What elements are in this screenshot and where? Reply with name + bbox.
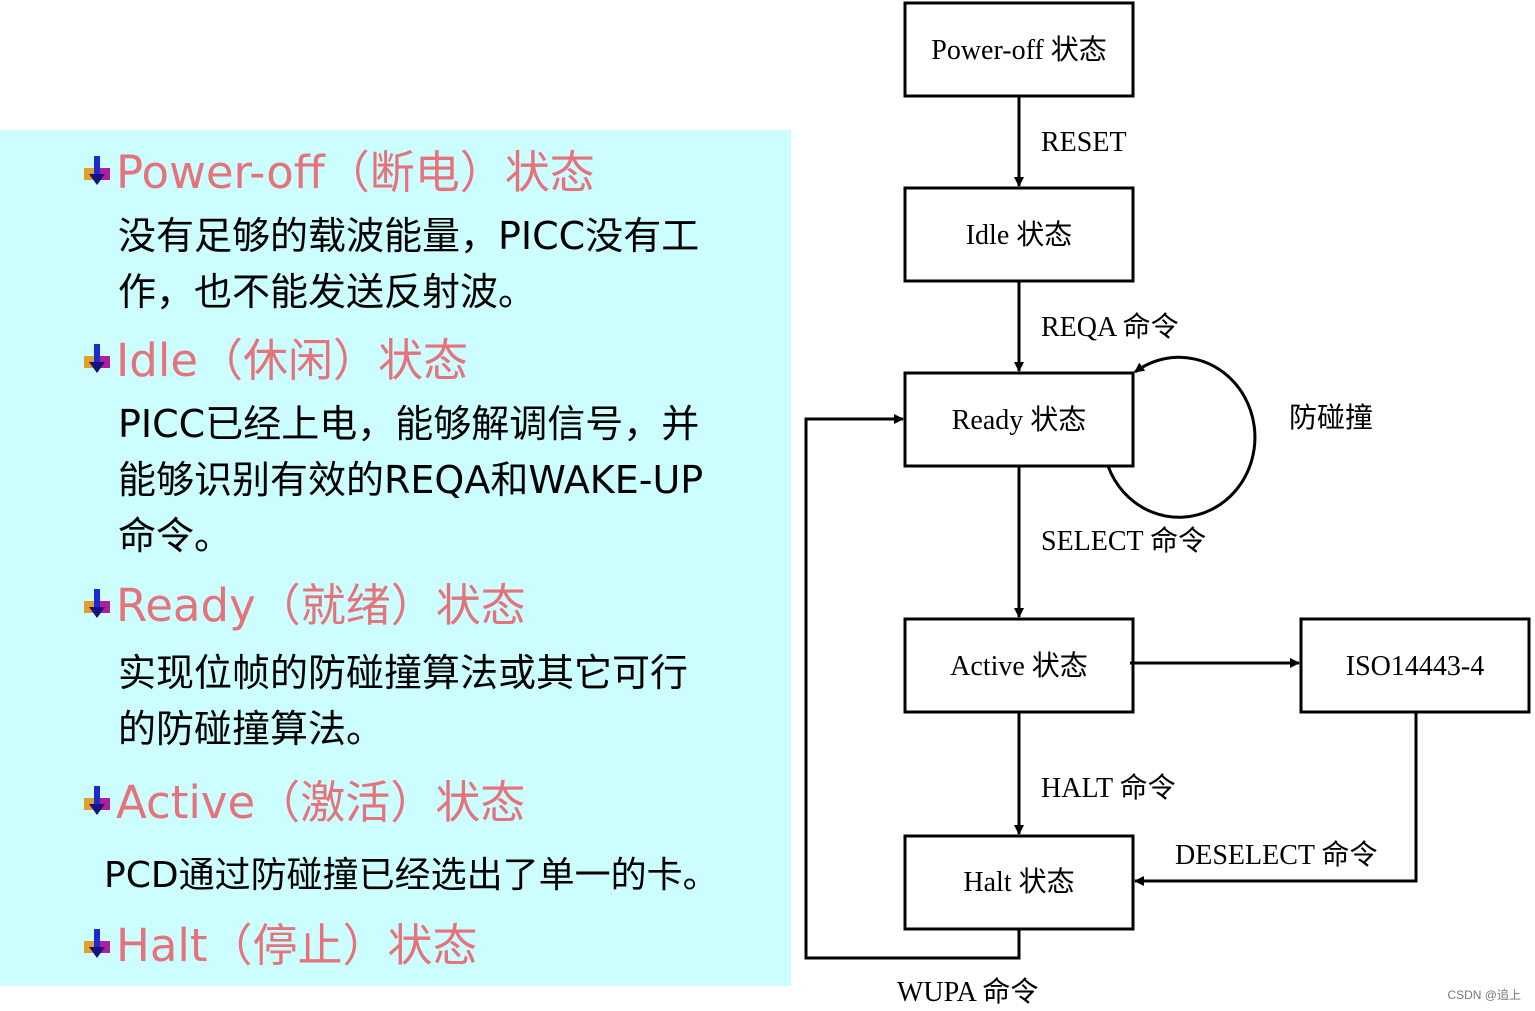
- state-box-idle: Idle 状态: [903, 186, 1135, 283]
- power-off-heading: Power-off（断电）状态: [80, 145, 595, 198]
- state-box-power-off-label: Power-off 状态: [931, 34, 1106, 66]
- ready-heading: Ready（就绪）状态: [80, 578, 526, 631]
- arrow-anticollision-loop: [1106, 355, 1257, 519]
- halt-heading: Halt（停止）状态: [80, 918, 478, 971]
- state-box-iso14443-4: ISO14443-4: [1299, 617, 1531, 714]
- active-description: PCD通过防碰撞已经选出了单一的卡。: [104, 855, 719, 896]
- bullet-icon: [84, 344, 110, 373]
- ready-description: 实现位帧的防碰撞算法或其它可行 的防碰撞算法。: [118, 651, 689, 751]
- bullet-icon: [84, 929, 110, 958]
- state-box-halt: Halt 状态: [903, 834, 1135, 931]
- bullet-icon: [84, 786, 110, 815]
- label-wupa: WUPA 命令: [897, 976, 1038, 1008]
- watermark: CSDN @追上: [1447, 988, 1521, 1002]
- state-box-iso14443-4-label: ISO14443-4: [1346, 651, 1484, 682]
- state-box-ready-label: Ready 状态: [952, 404, 1087, 436]
- label-halt: HALT 命令: [1041, 772, 1176, 804]
- idle-description: PICC已经上电，能够解调信号，并 能够识别有效的REQA和WAKE-UP 命令…: [118, 402, 704, 558]
- label-reqa: REQA 命令: [1041, 311, 1179, 343]
- state-description-panel: [0, 130, 791, 986]
- state-box-ready: Ready 状态: [903, 371, 1135, 468]
- label-deselect: DESELECT 命令: [1175, 839, 1377, 871]
- active-heading: Active（激活）状态: [80, 775, 525, 828]
- state-box-halt-label: Halt 状态: [963, 866, 1074, 898]
- label-select: SELECT 命令: [1041, 525, 1206, 557]
- arrow-wupa: [804, 414, 1021, 960]
- bullet-icon: [84, 156, 110, 185]
- label-anticollision: 防碰撞: [1289, 402, 1373, 434]
- state-box-active-label: Active 状态: [950, 650, 1088, 682]
- state-box-power-off: Power-off 状态: [903, 1, 1135, 98]
- state-box-active: Active 状态: [903, 617, 1135, 714]
- idle-heading: Idle（休闲）状态: [80, 333, 468, 386]
- bullet-icon: [84, 589, 110, 618]
- label-reset: RESET: [1041, 127, 1127, 158]
- arrow-deselect: [1134, 712, 1418, 886]
- power-off-description: 没有足够的载波能量，PICC没有工 作，也不能发送反射波。: [118, 214, 700, 314]
- state-box-idle-label: Idle 状态: [966, 219, 1073, 251]
